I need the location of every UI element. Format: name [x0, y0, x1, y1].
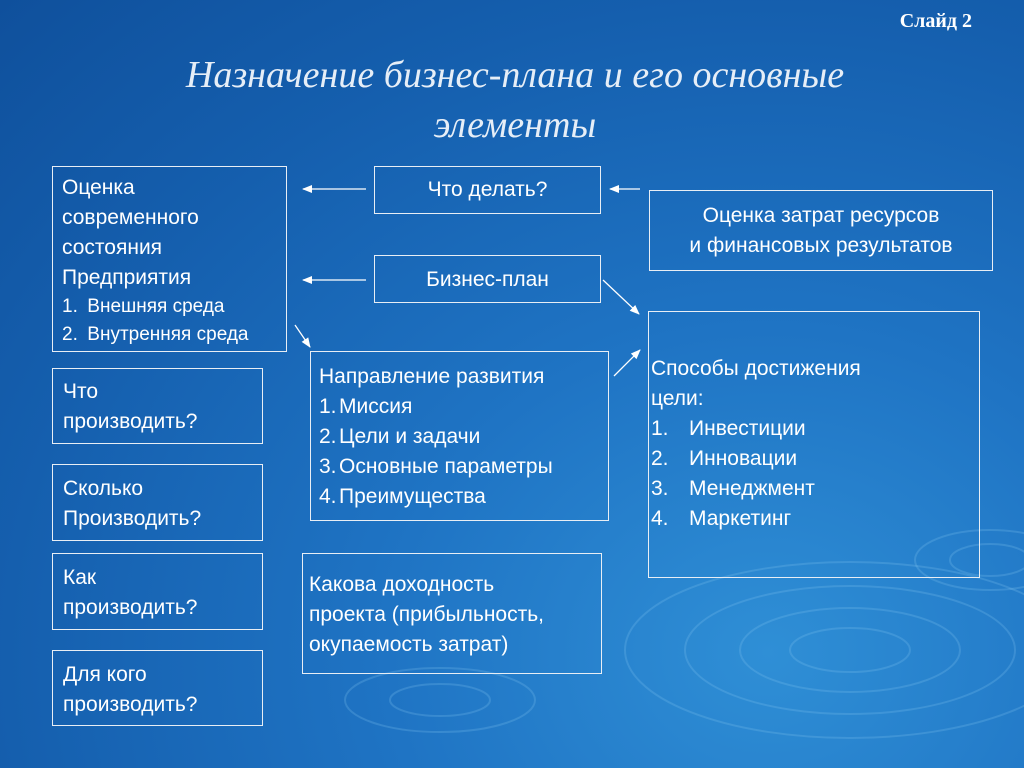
cost-evaluation-line: Оценка затрат ресурсов: [702, 204, 940, 227]
how-much-box: Сколько Производить?: [52, 464, 263, 541]
means-item: 2.Инновации: [651, 447, 798, 470]
for-whom-line: Для кого: [63, 663, 147, 686]
business-plan-box: Бизнес-план: [374, 255, 601, 303]
how-to-produce-line: Как: [63, 566, 97, 589]
means-item: 1.Инвестиции: [651, 417, 806, 440]
profitability-line: проекта (прибыльность,: [309, 603, 544, 626]
arrow-development-to-means: [613, 349, 641, 377]
slide-number: Слайд 2: [899, 10, 972, 32]
what-to-do-label: Что делать?: [427, 178, 548, 201]
current-state-item: 1. Внешняя среда: [62, 296, 225, 317]
for-whom-line: производить?: [63, 693, 198, 716]
means-item: 3.Менеджмент: [651, 477, 815, 500]
arrow-state-to-development: [294, 324, 311, 348]
business-plan-label: Бизнес-план: [426, 268, 549, 291]
profitability-line: окупаемость затрат): [309, 633, 509, 656]
title-line-2: элементы: [433, 104, 597, 146]
how-much-line: Производить?: [63, 507, 202, 530]
title-line-1: Назначение бизнес-плана и его основные: [185, 54, 845, 96]
means-line: Способы достижения: [651, 357, 861, 380]
development-heading: Направление развития: [319, 365, 545, 388]
current-state-line: современного: [62, 206, 199, 229]
how-much-line: Сколько: [63, 477, 144, 500]
current-state-line: состояния: [62, 236, 163, 259]
what-to-do-box: Что делать?: [374, 166, 601, 214]
means-of-achievement-box: Способы достижения цели: 1.Инвестиции 2.…: [648, 311, 980, 578]
what-to-produce-box: Что производить?: [52, 368, 263, 444]
development-item: 2.Цели и задачи: [319, 425, 481, 448]
how-to-produce-line: производить?: [63, 596, 198, 619]
current-state-box: Оценка современного состояния Предприяти…: [52, 166, 287, 352]
means-item: 4.Маркетинг: [651, 507, 792, 530]
current-state-line: Оценка: [62, 176, 135, 199]
arrow-plan-to-means: [602, 279, 640, 315]
cost-evaluation-line: и финансовых результатов: [689, 234, 953, 257]
slide-title: Назначение бизнес-плана и его основные э…: [100, 50, 930, 150]
profitability-line: Какова доходность: [309, 573, 495, 596]
current-state-line: Предприятия: [62, 266, 192, 289]
means-line: цели:: [651, 387, 704, 410]
what-to-produce-line: производить?: [63, 410, 198, 433]
what-to-produce-line: Что: [63, 380, 99, 403]
current-state-item: 2. Внутренняя среда: [62, 324, 249, 345]
development-item: 1.Миссия: [319, 395, 413, 418]
development-item: 4.Преимущества: [319, 485, 486, 508]
development-item: 3.Основные параметры: [319, 455, 553, 478]
how-to-produce-box: Как производить?: [52, 553, 263, 630]
for-whom-box: Для кого производить?: [52, 650, 263, 726]
profitability-box: Какова доходность проекта (прибыльность,…: [302, 553, 602, 674]
cost-evaluation-box: Оценка затрат ресурсов и финансовых резу…: [649, 190, 993, 271]
development-direction-box: Направление развития 1.Миссия 2.Цели и з…: [310, 351, 609, 521]
